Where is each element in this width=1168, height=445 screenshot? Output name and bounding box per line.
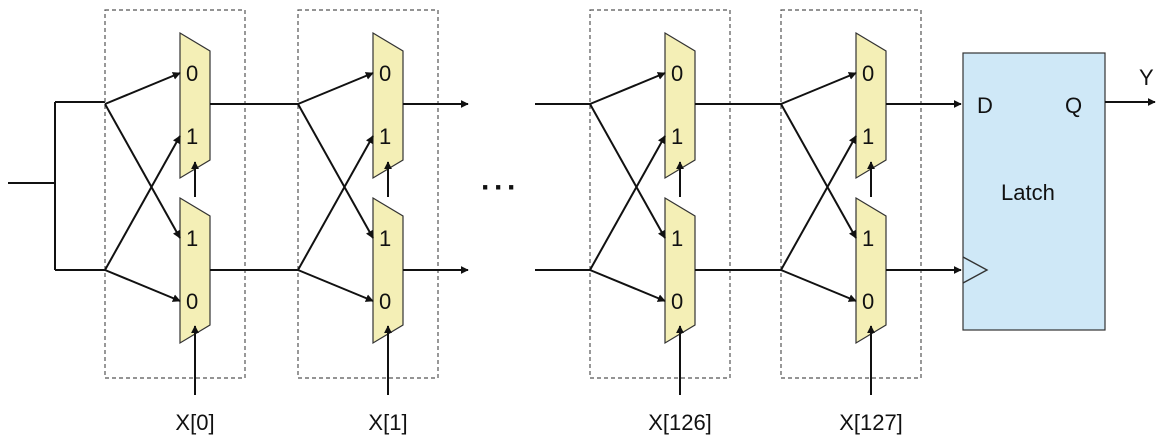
latch-label: Latch <box>1001 180 1055 205</box>
mux-input-label: 0 <box>379 289 391 314</box>
mux-input-arrow <box>104 72 181 105</box>
mux-input-label: 1 <box>186 226 198 251</box>
select-label: X[1] <box>368 410 407 435</box>
mux-stages: 0 1 1 0X[0] 0 1 1 0X[1] 0 1 1 0X[126] 0 1 1 0X[127] <box>104 9 962 435</box>
stage-box <box>297 9 439 379</box>
latch-box <box>962 52 1106 331</box>
mux-input-label: 0 <box>671 289 683 314</box>
mux-input-label: 1 <box>379 124 391 149</box>
bottom-mux <box>372 196 404 345</box>
mux-input-label: 1 <box>186 124 198 149</box>
mux-input-label: 0 <box>862 61 874 86</box>
mux-input-arrow <box>104 103 181 239</box>
input-wiring <box>8 101 105 271</box>
latch-d-label: D <box>977 93 993 118</box>
stage-box <box>589 9 731 379</box>
mux-input-arrow <box>589 103 666 239</box>
mux-input-label: 0 <box>186 61 198 86</box>
mux-input-label: 0 <box>379 61 391 86</box>
top-mux <box>664 31 696 180</box>
bottom-mux <box>855 196 887 345</box>
stage-1: 0 1 1 0X[1] <box>297 9 440 435</box>
stage-2: 0 1 1 0X[126] <box>589 9 781 435</box>
latch-q-label: Q <box>1065 93 1082 118</box>
mux-input-label: 0 <box>186 289 198 314</box>
mux-input-arrow <box>780 72 857 105</box>
mux-input-arrow <box>297 103 374 239</box>
bottom-mux <box>664 196 696 345</box>
mux-input-label: 0 <box>862 289 874 314</box>
bottom-mux <box>179 196 211 345</box>
mux-input-label: 1 <box>379 226 391 251</box>
latch: D Q Latch Y <box>962 52 1156 331</box>
stage-box <box>104 9 246 379</box>
stage-box <box>780 9 922 379</box>
select-label: X[0] <box>175 410 214 435</box>
top-mux <box>855 31 887 180</box>
mux-input-label: 1 <box>862 226 874 251</box>
select-label: X[127] <box>839 410 903 435</box>
mux-input-label: 1 <box>862 124 874 149</box>
stage-3: 0 1 1 0X[127] <box>780 9 962 435</box>
mux-input-arrow <box>589 269 666 302</box>
mux-input-arrow <box>104 269 181 302</box>
top-mux <box>372 31 404 180</box>
top-mux <box>179 31 211 180</box>
mux-input-label: 1 <box>671 226 683 251</box>
mux-input-arrow <box>589 135 666 271</box>
latch-clock-indicator <box>962 256 989 284</box>
output-label: Y <box>1139 65 1154 90</box>
select-label: X[126] <box>648 410 712 435</box>
mux-input-label: 1 <box>671 124 683 149</box>
mux-input-label: 0 <box>671 61 683 86</box>
mux-input-arrow <box>780 103 857 239</box>
mux-input-arrow <box>104 135 181 271</box>
mux-input-arrow <box>297 269 374 302</box>
mux-input-arrow <box>780 135 857 271</box>
chain-gap: ··· <box>440 100 590 274</box>
mux-input-arrow <box>780 269 857 302</box>
mux-input-arrow <box>297 72 374 105</box>
stage-0: 0 1 1 0X[0] <box>104 9 298 435</box>
mux-input-arrow <box>297 135 374 271</box>
ellipsis: ··· <box>481 171 520 204</box>
mux-input-arrow <box>589 72 666 105</box>
